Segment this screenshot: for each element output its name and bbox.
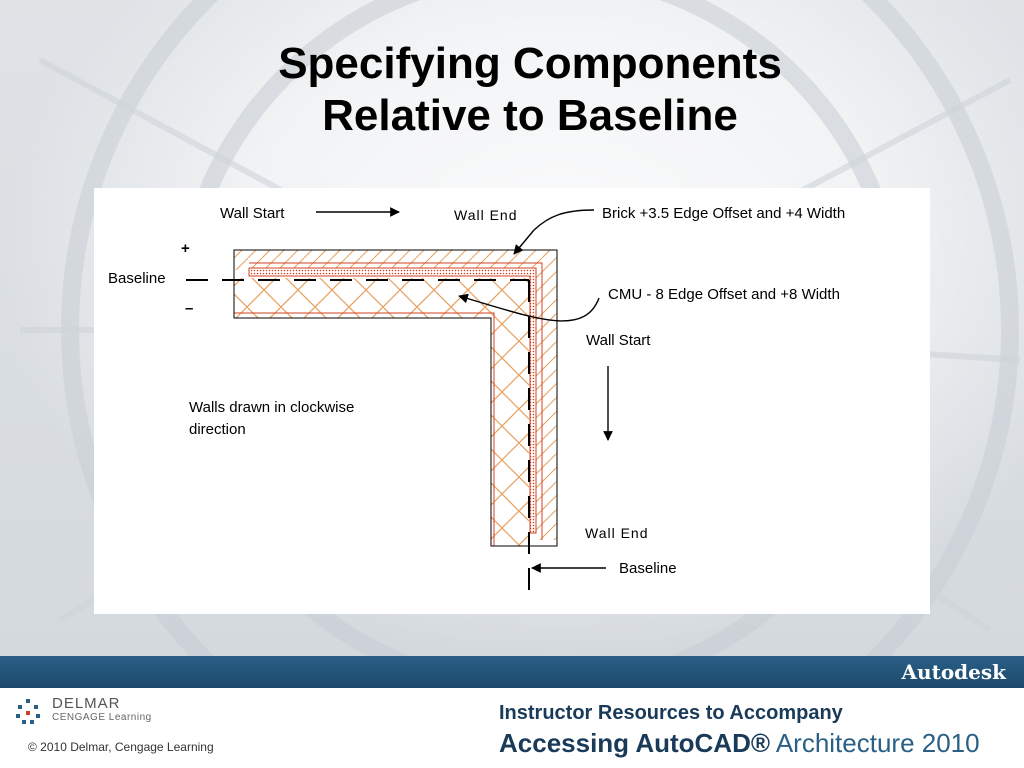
label-wall-start-top: Wall Start xyxy=(220,205,285,222)
wall-diagram: Wall Start Wall End Brick +3.5 Edge Offs… xyxy=(94,188,930,614)
title-line-1: Specifying Components xyxy=(278,39,782,88)
book-title-reg: ® xyxy=(750,728,771,758)
delmar-logo-icon xyxy=(16,699,40,724)
label-cmu-offset: CMU - 8 Edge Offset and +8 Width xyxy=(608,286,840,303)
cmu-fill xyxy=(234,278,529,546)
copyright-text: © 2010 Delmar, Cengage Learning xyxy=(28,740,214,754)
label-minus: – xyxy=(185,300,194,317)
instructor-resources-text: Instructor Resources to Accompany xyxy=(499,702,843,724)
label-brick-offset: Brick +3.5 Edge Offset and +4 Width xyxy=(602,205,846,222)
title-line-2: Relative to Baseline xyxy=(322,91,738,140)
label-wall-end-top: Wall End xyxy=(454,207,518,223)
outer-red-line xyxy=(249,262,543,540)
autodesk-logo-text: Autodesk xyxy=(901,660,1006,684)
label-baseline-left: Baseline xyxy=(108,270,166,287)
label-baseline-bottom: Baseline xyxy=(619,560,677,577)
footer-band: Autodesk xyxy=(0,656,1024,688)
book-title: Accessing AutoCAD® Architecture 2010 xyxy=(499,728,980,759)
arrow-cmu-callout xyxy=(458,293,600,322)
wall-corner-drawing xyxy=(186,207,613,593)
publisher-name: DELMAR xyxy=(52,695,121,712)
arrow-brick-callout xyxy=(513,209,595,255)
footer-publisher-area: DELMAR CENGAGE Learning © 2010 Delmar, C… xyxy=(0,688,1024,768)
publisher-subtitle: CENGAGE Learning xyxy=(52,712,152,723)
wall-outline xyxy=(233,249,558,547)
slide-title: Specifying Components Relative to Baseli… xyxy=(0,38,1024,142)
book-title-suffix: Architecture 2010 xyxy=(770,728,980,758)
label-walls-drawn-line1: Walls drawn in clockwise xyxy=(189,399,355,416)
inner-red-line xyxy=(234,312,495,546)
book-title-prefix: Accessing AutoCAD xyxy=(499,728,751,758)
label-wall-end-bottom: Wall End xyxy=(585,525,649,541)
label-plus: + xyxy=(181,240,190,257)
label-wall-start-right: Wall Start xyxy=(586,332,651,349)
label-walls-drawn-line2: direction xyxy=(189,421,246,438)
